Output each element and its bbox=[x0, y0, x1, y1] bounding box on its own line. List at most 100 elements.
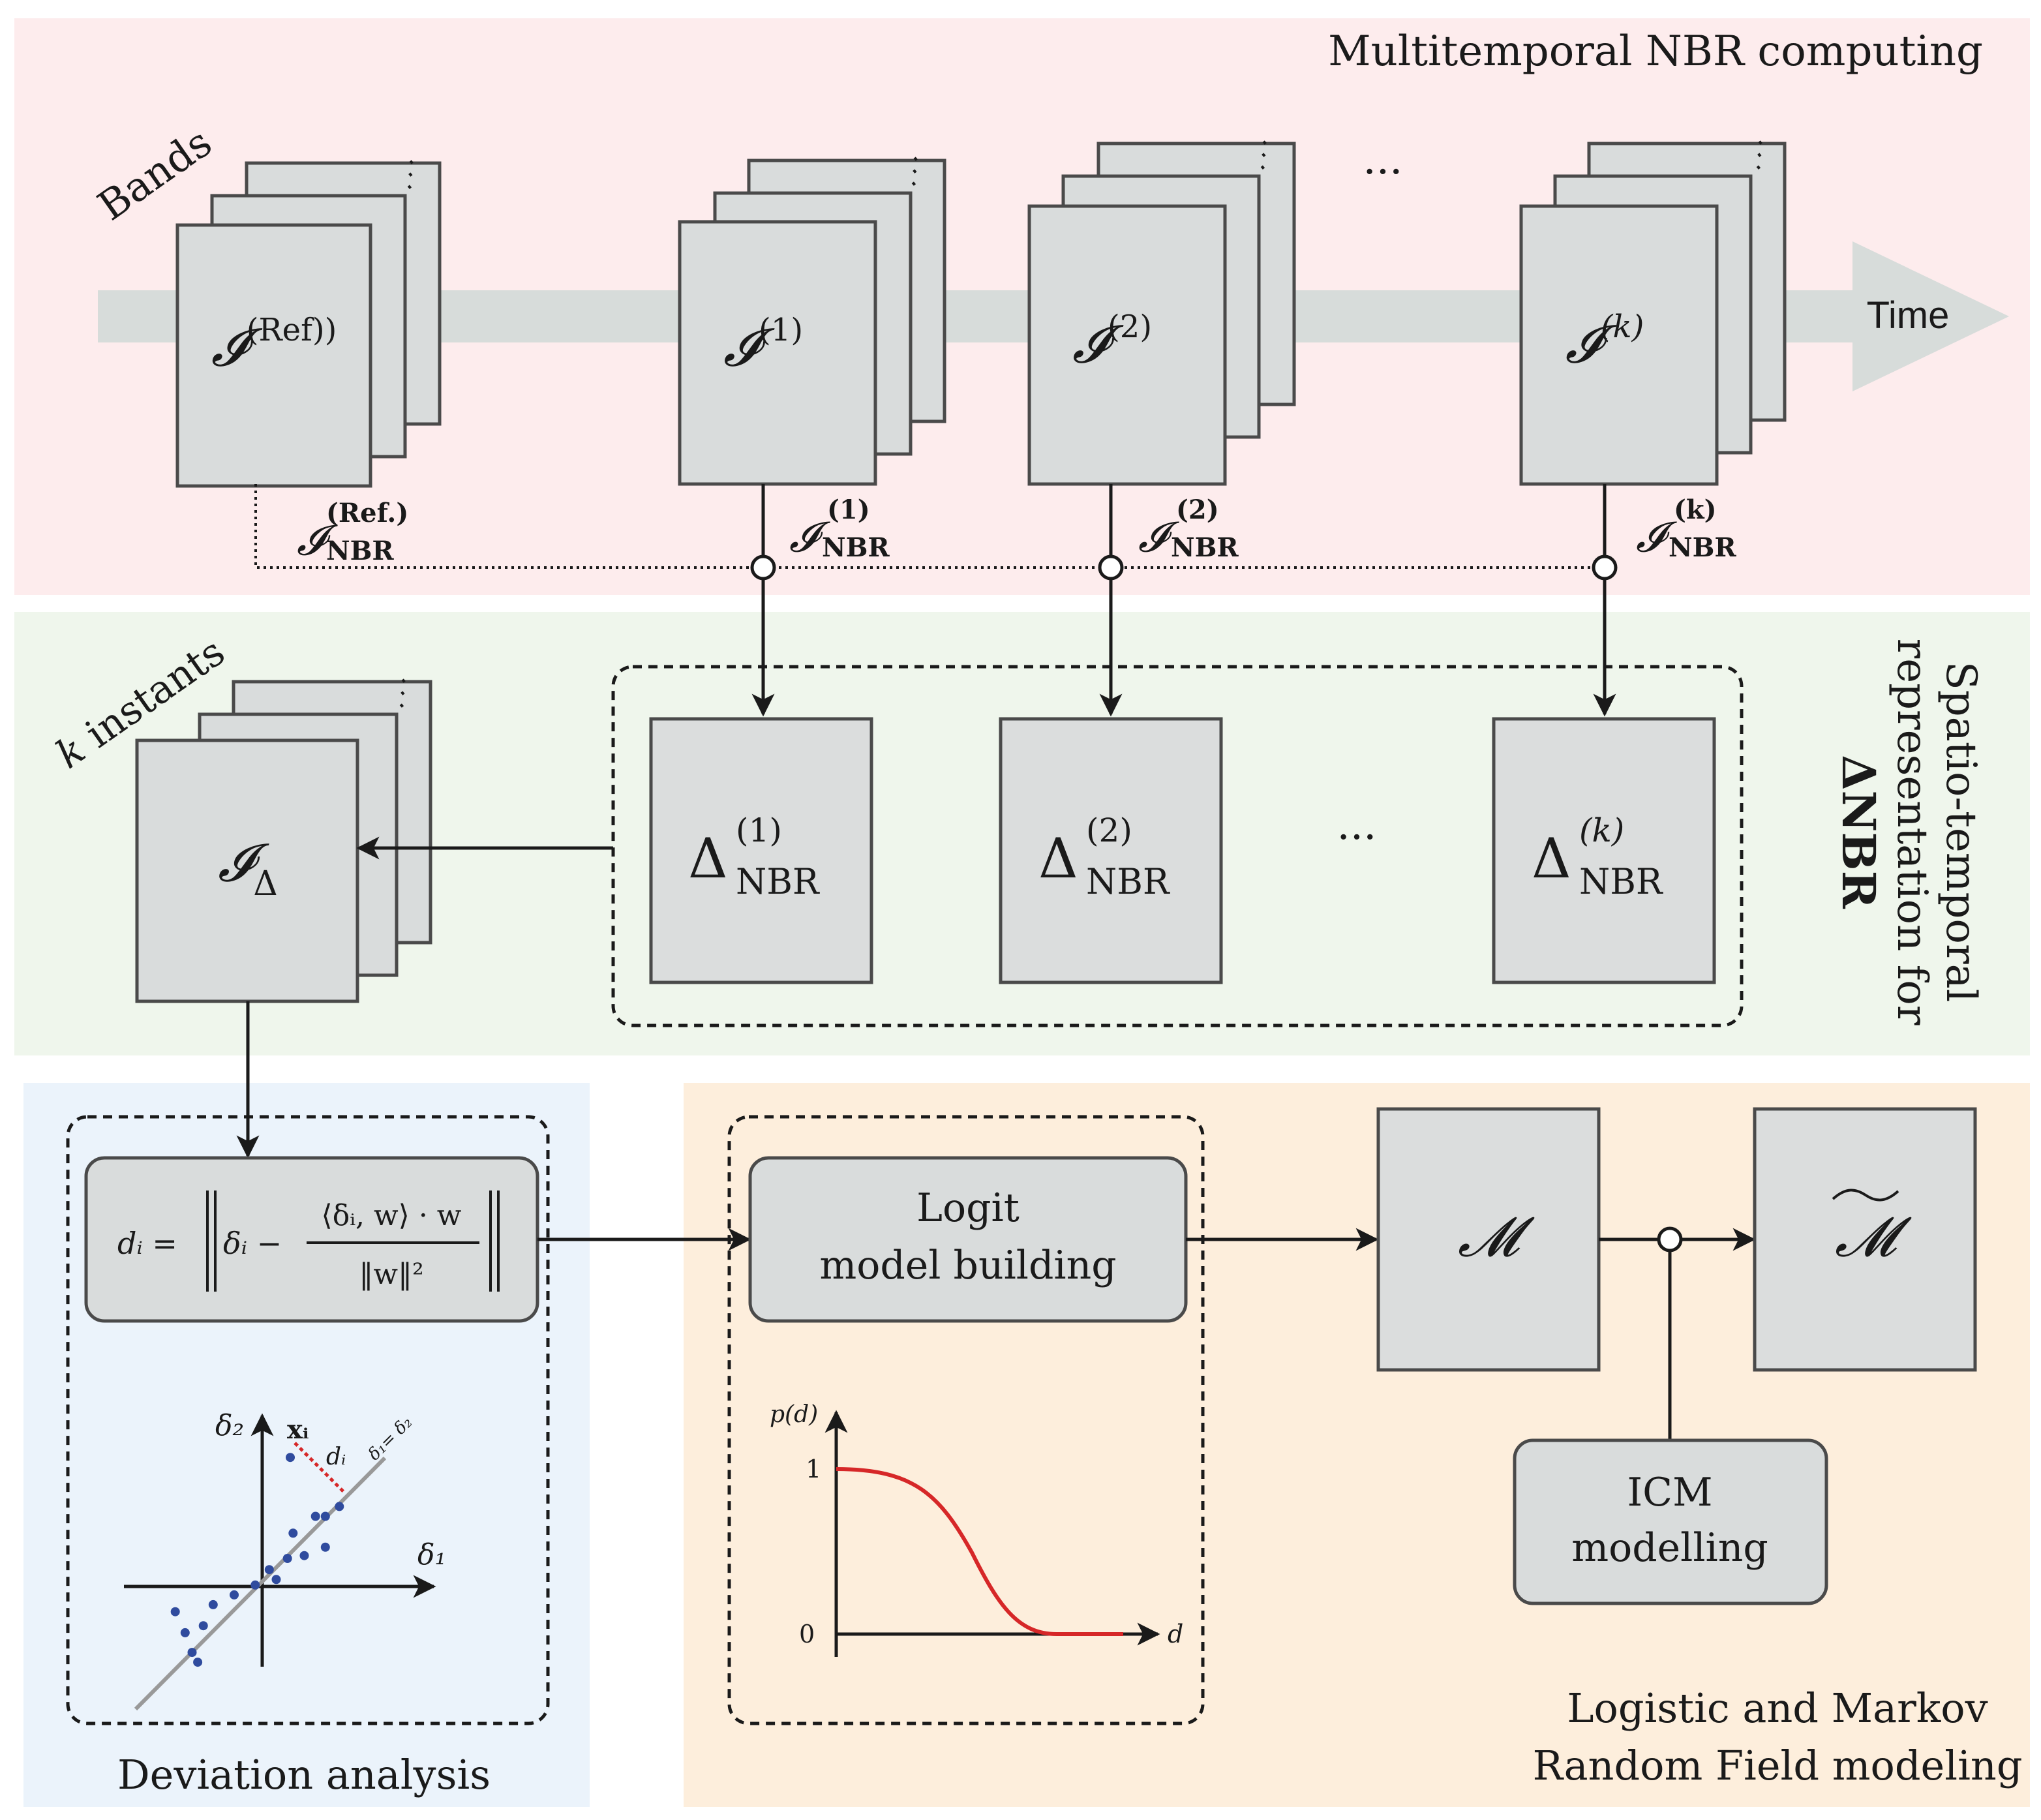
middle-section-title: Spatio-temporal representation for ΔNBR bbox=[1832, 639, 1985, 1025]
middle-title-line2: representation for bbox=[1888, 639, 1936, 1025]
junction-2 bbox=[1098, 554, 1124, 581]
scatter-point-16 bbox=[320, 1542, 330, 1552]
stack-1-sup: (1) bbox=[759, 312, 803, 348]
stack-1: ⋰ 𝓘(1) bbox=[678, 151, 946, 486]
deviation-scatter-plot: δ₂ δ₁ δ₁= δ₂ xᵢ dᵢ bbox=[124, 1409, 446, 1711]
scatter-regression-line bbox=[134, 1456, 387, 1711]
top-section-title: Multitemporal NBR computing bbox=[1328, 27, 1983, 76]
logit-x-label: d bbox=[1168, 1620, 1183, 1648]
scatter-point-4 bbox=[198, 1621, 208, 1631]
deviation-section-title: Deviation analysis bbox=[117, 1751, 491, 1798]
stack-k: ⋰ 𝓘(k) bbox=[1519, 135, 1787, 486]
delta-box-2: Δ (2) NBR bbox=[999, 717, 1223, 984]
delta-1-sub: NBR bbox=[736, 861, 820, 902]
stack-ref: ⋰ 𝓘(Ref)) bbox=[175, 155, 442, 488]
delta-box-k-rect bbox=[1492, 717, 1716, 984]
stack-delta-card-front bbox=[135, 738, 359, 1003]
stack-2-sup: (2) bbox=[1108, 309, 1152, 345]
stack-1-card-front bbox=[678, 220, 877, 486]
nbr-2-sup: (2) bbox=[1176, 494, 1219, 525]
nbr-2-sub: NBR bbox=[1171, 532, 1239, 563]
stack-k-card-front bbox=[1519, 204, 1719, 486]
delta-1-label: Δ bbox=[688, 827, 728, 890]
scatter-point-5 bbox=[208, 1600, 218, 1609]
nbr-1-sup: (1) bbox=[827, 494, 870, 525]
stack-ref-sup: (Ref)) bbox=[247, 312, 337, 348]
top-ellipsis: ··· bbox=[1363, 148, 1402, 196]
stack-2-label: 𝓘(2) bbox=[1072, 309, 1152, 374]
delta-2-sup: (2) bbox=[1086, 811, 1132, 849]
formula-delta: δᵢ − bbox=[223, 1226, 282, 1261]
middle-ellipsis: ··· bbox=[1337, 813, 1376, 862]
junction-k bbox=[1592, 554, 1618, 581]
stack-delta-sub: Δ bbox=[253, 864, 278, 903]
nbr-k-sub: NBR bbox=[1669, 532, 1736, 563]
scatter-point-1 bbox=[180, 1628, 190, 1637]
m-tilde-accent bbox=[1832, 1189, 1899, 1202]
nbr-label-ref: 𝓘 (Ref.) NBR bbox=[297, 498, 408, 566]
scatter-point-15 bbox=[335, 1502, 344, 1511]
scatter-point-14 bbox=[320, 1511, 330, 1521]
logit-model-box bbox=[748, 1156, 1188, 1323]
scatter-point-8 bbox=[264, 1565, 274, 1575]
middle-title-line1: Spatio-temporal bbox=[1937, 661, 1985, 1002]
scatter-point-11 bbox=[288, 1528, 298, 1538]
logit-box-line1: Logit bbox=[916, 1185, 1020, 1231]
delta-box-k: Δ (k) NBR bbox=[1492, 717, 1716, 984]
logit-tick-one: 1 bbox=[806, 1455, 821, 1483]
delta-box-2-rect bbox=[999, 717, 1223, 984]
formula-numerator: ⟨δᵢ, w⟩ · w bbox=[322, 1199, 462, 1232]
formula-lhs: dᵢ = bbox=[117, 1226, 177, 1261]
formula-denominator: ‖w‖² bbox=[359, 1258, 423, 1291]
delta-2-base: Δ bbox=[1038, 827, 1078, 890]
scatter-point-3 bbox=[193, 1658, 203, 1667]
scatter-point-17 bbox=[286, 1453, 295, 1463]
deviation-dashed-box bbox=[66, 1115, 550, 1725]
delta-1-sup: (1) bbox=[736, 811, 782, 849]
logit-box-line2: model building bbox=[819, 1243, 1116, 1288]
delta-box-1-rect bbox=[649, 717, 873, 984]
logit-curve bbox=[836, 1467, 1123, 1636]
scatter-distance-label: dᵢ bbox=[326, 1444, 346, 1470]
time-label: Time bbox=[1867, 294, 1950, 337]
logit-y-label: p(d) bbox=[770, 1401, 818, 1428]
nbr-label-k: 𝓘 (k) NBR bbox=[1636, 494, 1736, 563]
scatter-point-13 bbox=[310, 1511, 320, 1521]
m-tilde-box bbox=[1753, 1107, 1977, 1372]
logit-tick-zero: 0 bbox=[799, 1620, 815, 1648]
scatter-distance-segment bbox=[294, 1442, 346, 1494]
delta-2-sub: NBR bbox=[1086, 861, 1170, 902]
stack-k-sup: (k) bbox=[1601, 309, 1644, 345]
icm-box bbox=[1513, 1438, 1828, 1605]
scatter-point-label: xᵢ bbox=[287, 1414, 309, 1445]
scatter-point-6 bbox=[230, 1590, 239, 1600]
scatter-point-7 bbox=[250, 1580, 260, 1590]
stack-2: ⋰ 𝓘(2) bbox=[1027, 135, 1296, 486]
reference-dotted-line bbox=[254, 484, 1605, 569]
markov-section-title-line1: Logistic and Markov bbox=[1567, 1684, 1988, 1732]
scatter-x-label: δ₁ bbox=[417, 1538, 446, 1571]
logit-curve-plot: p(d) d 1 0 bbox=[770, 1401, 1183, 1657]
scatter-point-0 bbox=[170, 1607, 180, 1616]
delta-k-sub: NBR bbox=[1579, 861, 1663, 902]
delta-1-base: Δ bbox=[688, 827, 728, 890]
junction-icm bbox=[1657, 1226, 1683, 1252]
scatter-point-2 bbox=[187, 1648, 197, 1658]
icm-line2: modelling bbox=[1571, 1525, 1768, 1571]
scatter-point-10 bbox=[282, 1554, 292, 1563]
nbr-ref-sub: NBR bbox=[326, 536, 394, 566]
delta-k-sup: (k) bbox=[1579, 811, 1624, 849]
delta-box-1: Δ (1) NBR bbox=[649, 717, 873, 984]
m-box bbox=[1376, 1107, 1601, 1372]
markov-section-title-line2: Random Field modeling bbox=[1532, 1742, 2022, 1789]
scatter-point-12 bbox=[299, 1551, 309, 1560]
stack-ref-card-front bbox=[175, 223, 372, 488]
junction-1 bbox=[750, 554, 776, 581]
deviation-formula: dᵢ = δᵢ − ⟨δᵢ, w⟩ · w ‖w‖² bbox=[117, 1191, 500, 1292]
nbr-ref-sup: (Ref.) bbox=[326, 498, 408, 528]
delta-k-base: Δ bbox=[1532, 827, 1571, 890]
scatter-points bbox=[170, 1453, 344, 1667]
icm-line1: ICM bbox=[1627, 1470, 1712, 1515]
scatter-y-label: δ₂ bbox=[215, 1409, 244, 1442]
